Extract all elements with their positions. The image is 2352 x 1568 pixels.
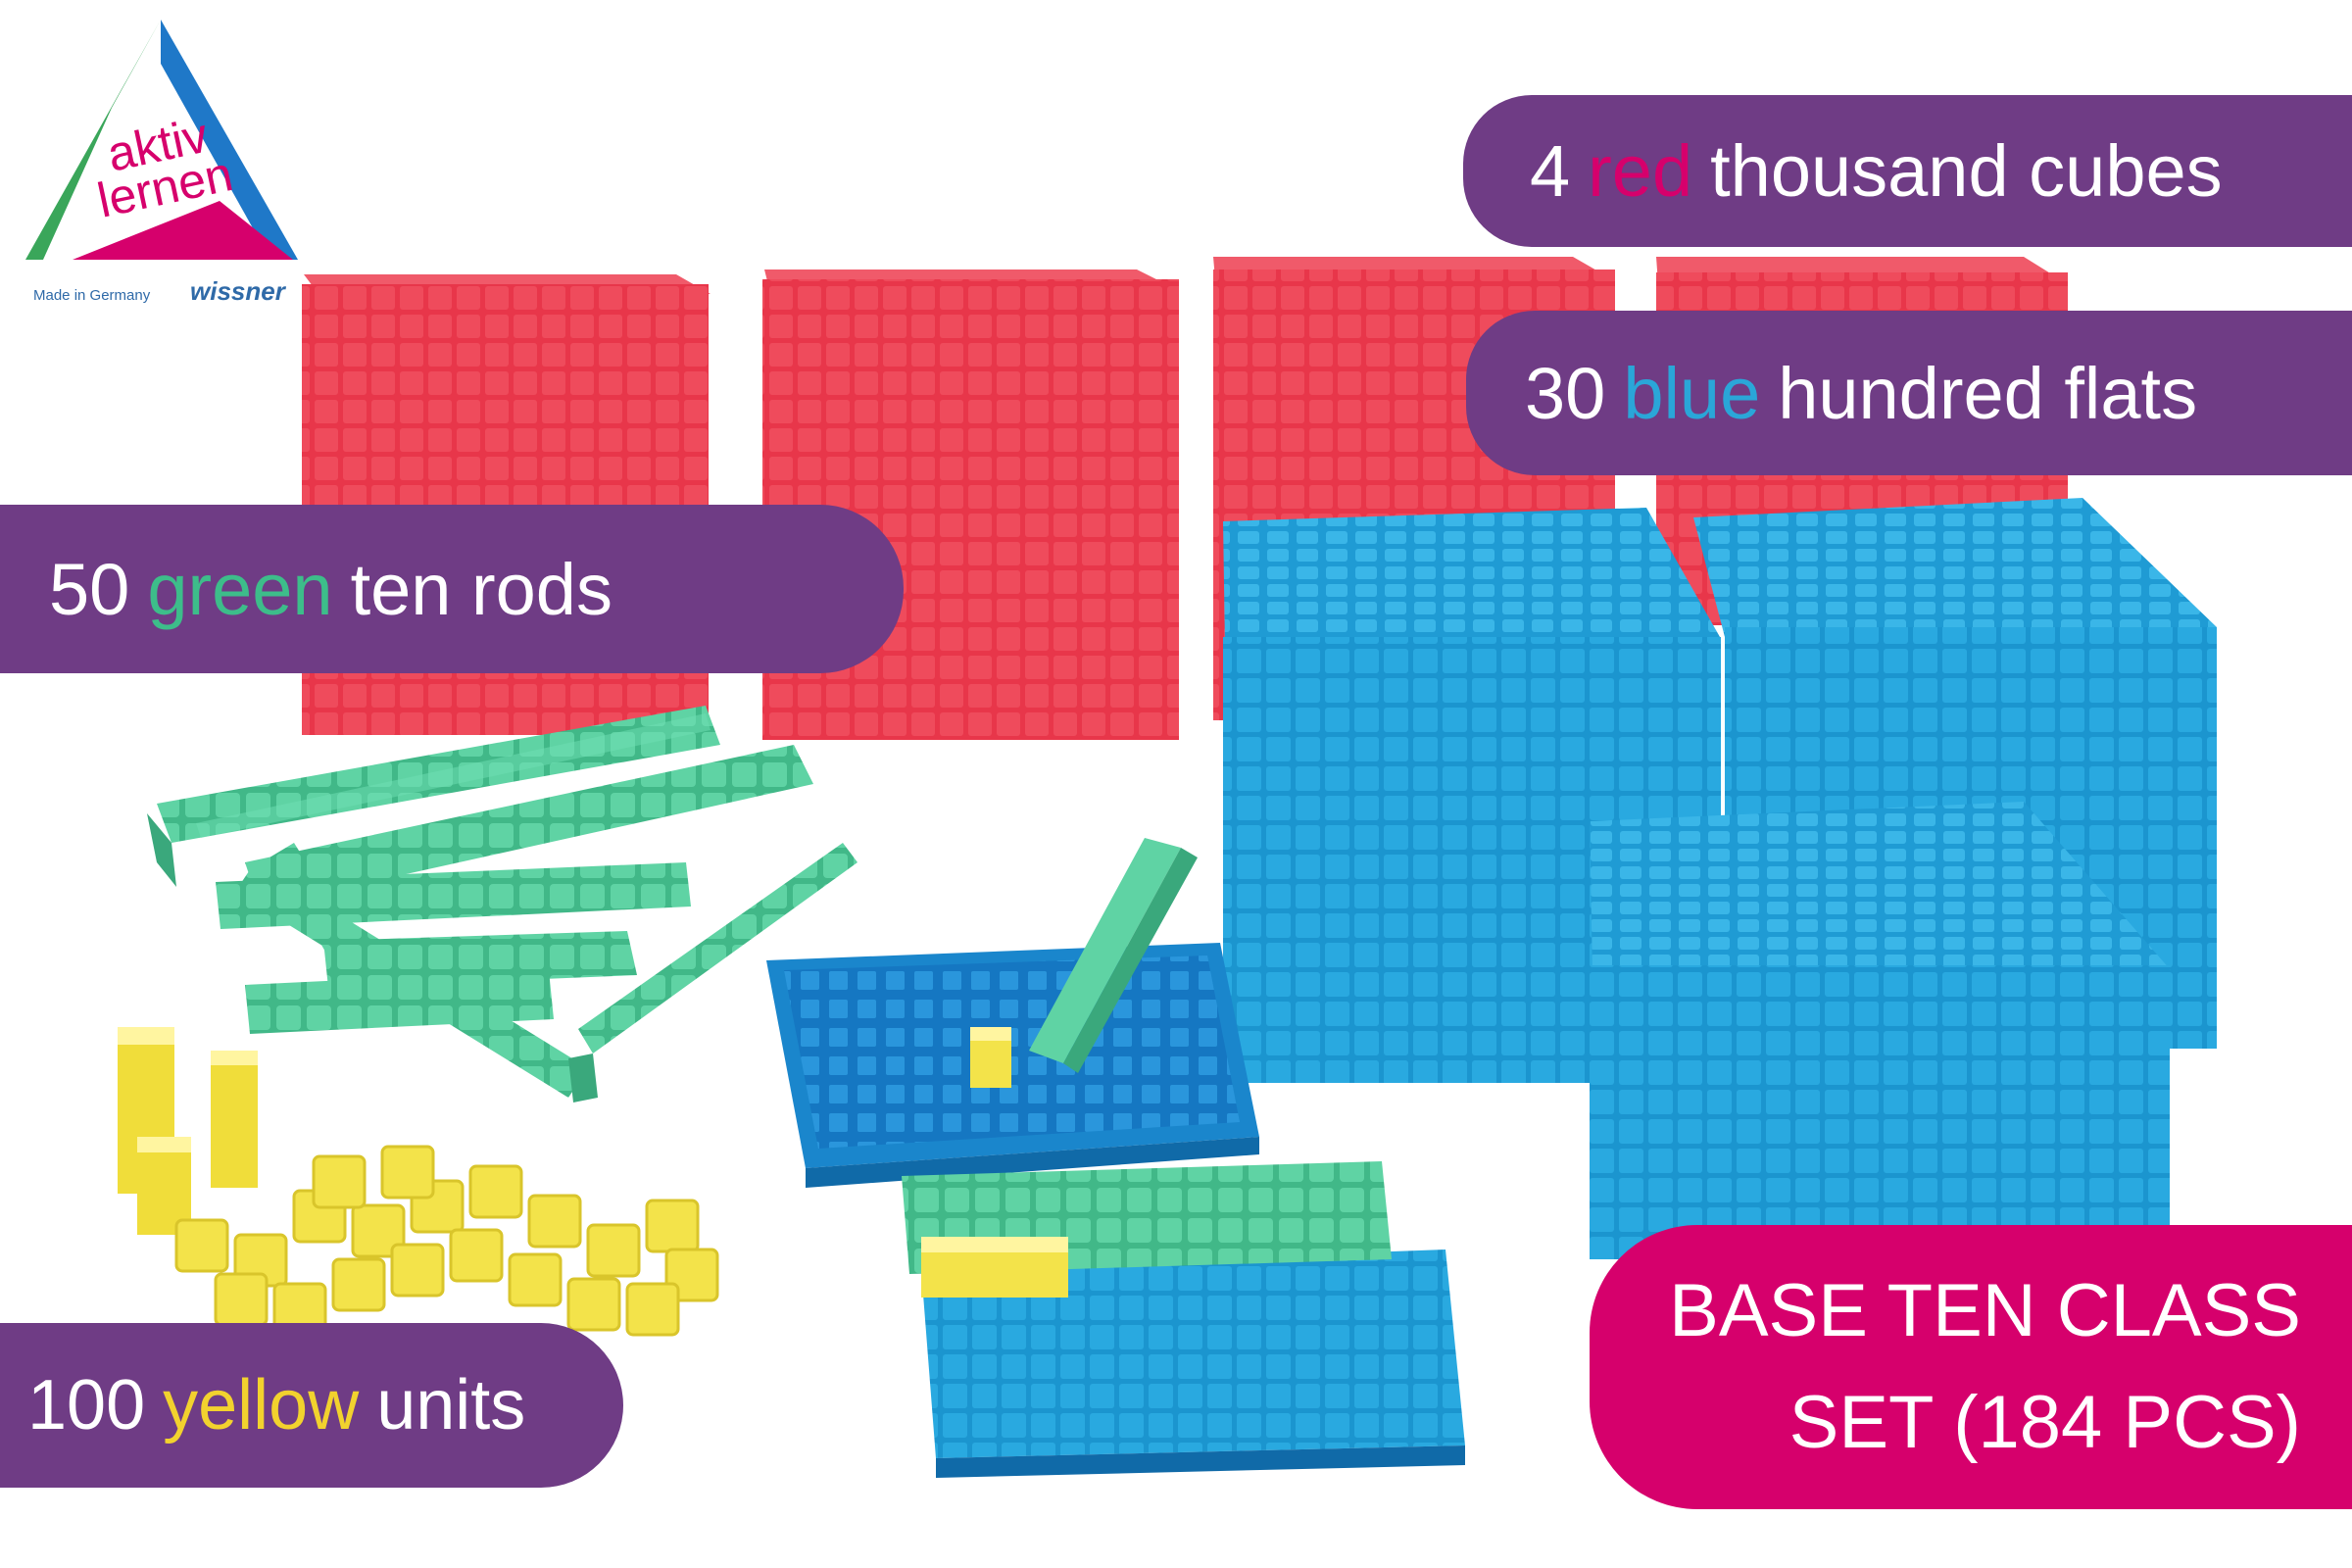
aktiv-lernen-logo: aktiv lernen Made in Germany wissner [14, 10, 308, 306]
banner-ten-rods: 50 green ten rods [0, 505, 904, 673]
title-line-1: BASE TEN CLASS [1669, 1269, 2301, 1352]
banner-rest: units [376, 1366, 526, 1445]
blue-flat-front [921, 1250, 1465, 1478]
blue-hundred-flat-tray [766, 943, 1259, 1188]
banner-rest: hundred flats [1778, 352, 2198, 434]
green-rods-on-flat [902, 1161, 1392, 1298]
yellow-units-pile [118, 1027, 719, 1337]
banner-color-word: blue [1623, 352, 1761, 434]
banner-color-word: red [1588, 130, 1693, 212]
triangle-logo-icon: aktiv lernen [25, 20, 298, 260]
banner-color-word: yellow [163, 1366, 360, 1445]
banner-count: 4 [1530, 130, 1571, 212]
banner-thousand-cubes: 4 red thousand cubes [1463, 95, 2352, 247]
title-line-2: SET (184 PCS) [1788, 1381, 2301, 1464]
logo-caption: Made in Germany [33, 287, 151, 304]
green-rods-pile [147, 706, 858, 1102]
banner-hundred-flats: 30 blue hundred flats [1466, 311, 2352, 475]
banner-color-word: green [147, 548, 333, 630]
green-rod-tilted [1029, 838, 1198, 1073]
banner-count: 100 [27, 1366, 146, 1445]
banner-set-title: BASE TEN CLASS SET (184 PCS) [1590, 1225, 2352, 1509]
yellow-unit-small [970, 1027, 1011, 1088]
banner-units: 100 yellow units [0, 1323, 623, 1488]
banner-count: 50 [49, 548, 130, 630]
banner-count: 30 [1525, 352, 1606, 434]
blue-stack-front [1590, 802, 2171, 1259]
banner-rest: thousand cubes [1710, 130, 2223, 212]
banner-rest: ten rods [350, 548, 612, 630]
logo-brand: wissner [190, 276, 285, 306]
